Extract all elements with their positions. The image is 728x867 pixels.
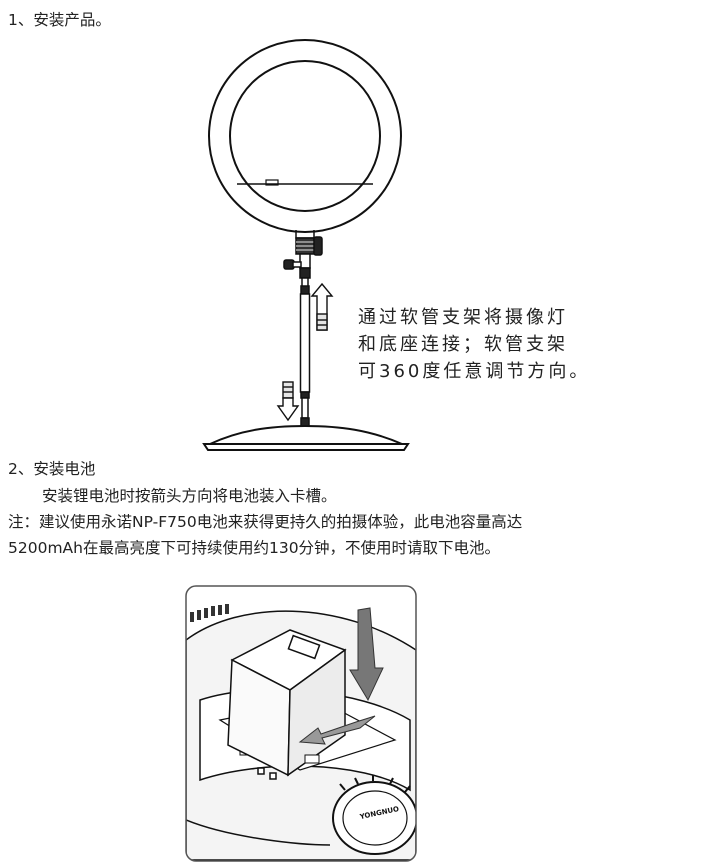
flexible-pole xyxy=(299,285,311,427)
ring-light-inner xyxy=(229,60,381,212)
ring-light-stand-illustration xyxy=(202,39,410,451)
step1-title: 1、安装产品。 xyxy=(8,11,111,29)
up-arrow-icon xyxy=(310,282,334,331)
yongnuo-knob: YONGNUO xyxy=(332,775,416,855)
battery-down-arrow-icon xyxy=(349,607,384,702)
step2-note-line1: 注：建议使用永诺NP-F750电池来获得更持久的拍摄体验，此电池容量高达 xyxy=(8,513,523,531)
step2-note-line2: 5200mAh在最高亮度下可持续使用约130分钟，不使用时请取下电池。 xyxy=(8,539,501,557)
step2-instruction: 安装锂电池时按箭头方向将电池装入卡槽。 xyxy=(42,487,337,505)
base-dome xyxy=(202,424,410,451)
down-arrow-icon xyxy=(276,381,300,422)
caption-line: 通过软管支架将摄像灯 xyxy=(358,307,568,328)
ring-light-outer xyxy=(208,39,402,233)
swivel-clamp xyxy=(283,236,323,289)
step2-title: 2、安装电池 xyxy=(8,460,96,478)
battery xyxy=(227,629,347,780)
caption-line: 和底座连接；软管支架 xyxy=(358,334,568,355)
step1-caption: 通过软管支架将摄像灯 和底座连接；软管支架 可360度任意调节方向。 xyxy=(358,304,590,385)
battery-slide-arrow-icon xyxy=(298,715,376,745)
caption-line: 可360度任意调节方向。 xyxy=(358,361,591,382)
